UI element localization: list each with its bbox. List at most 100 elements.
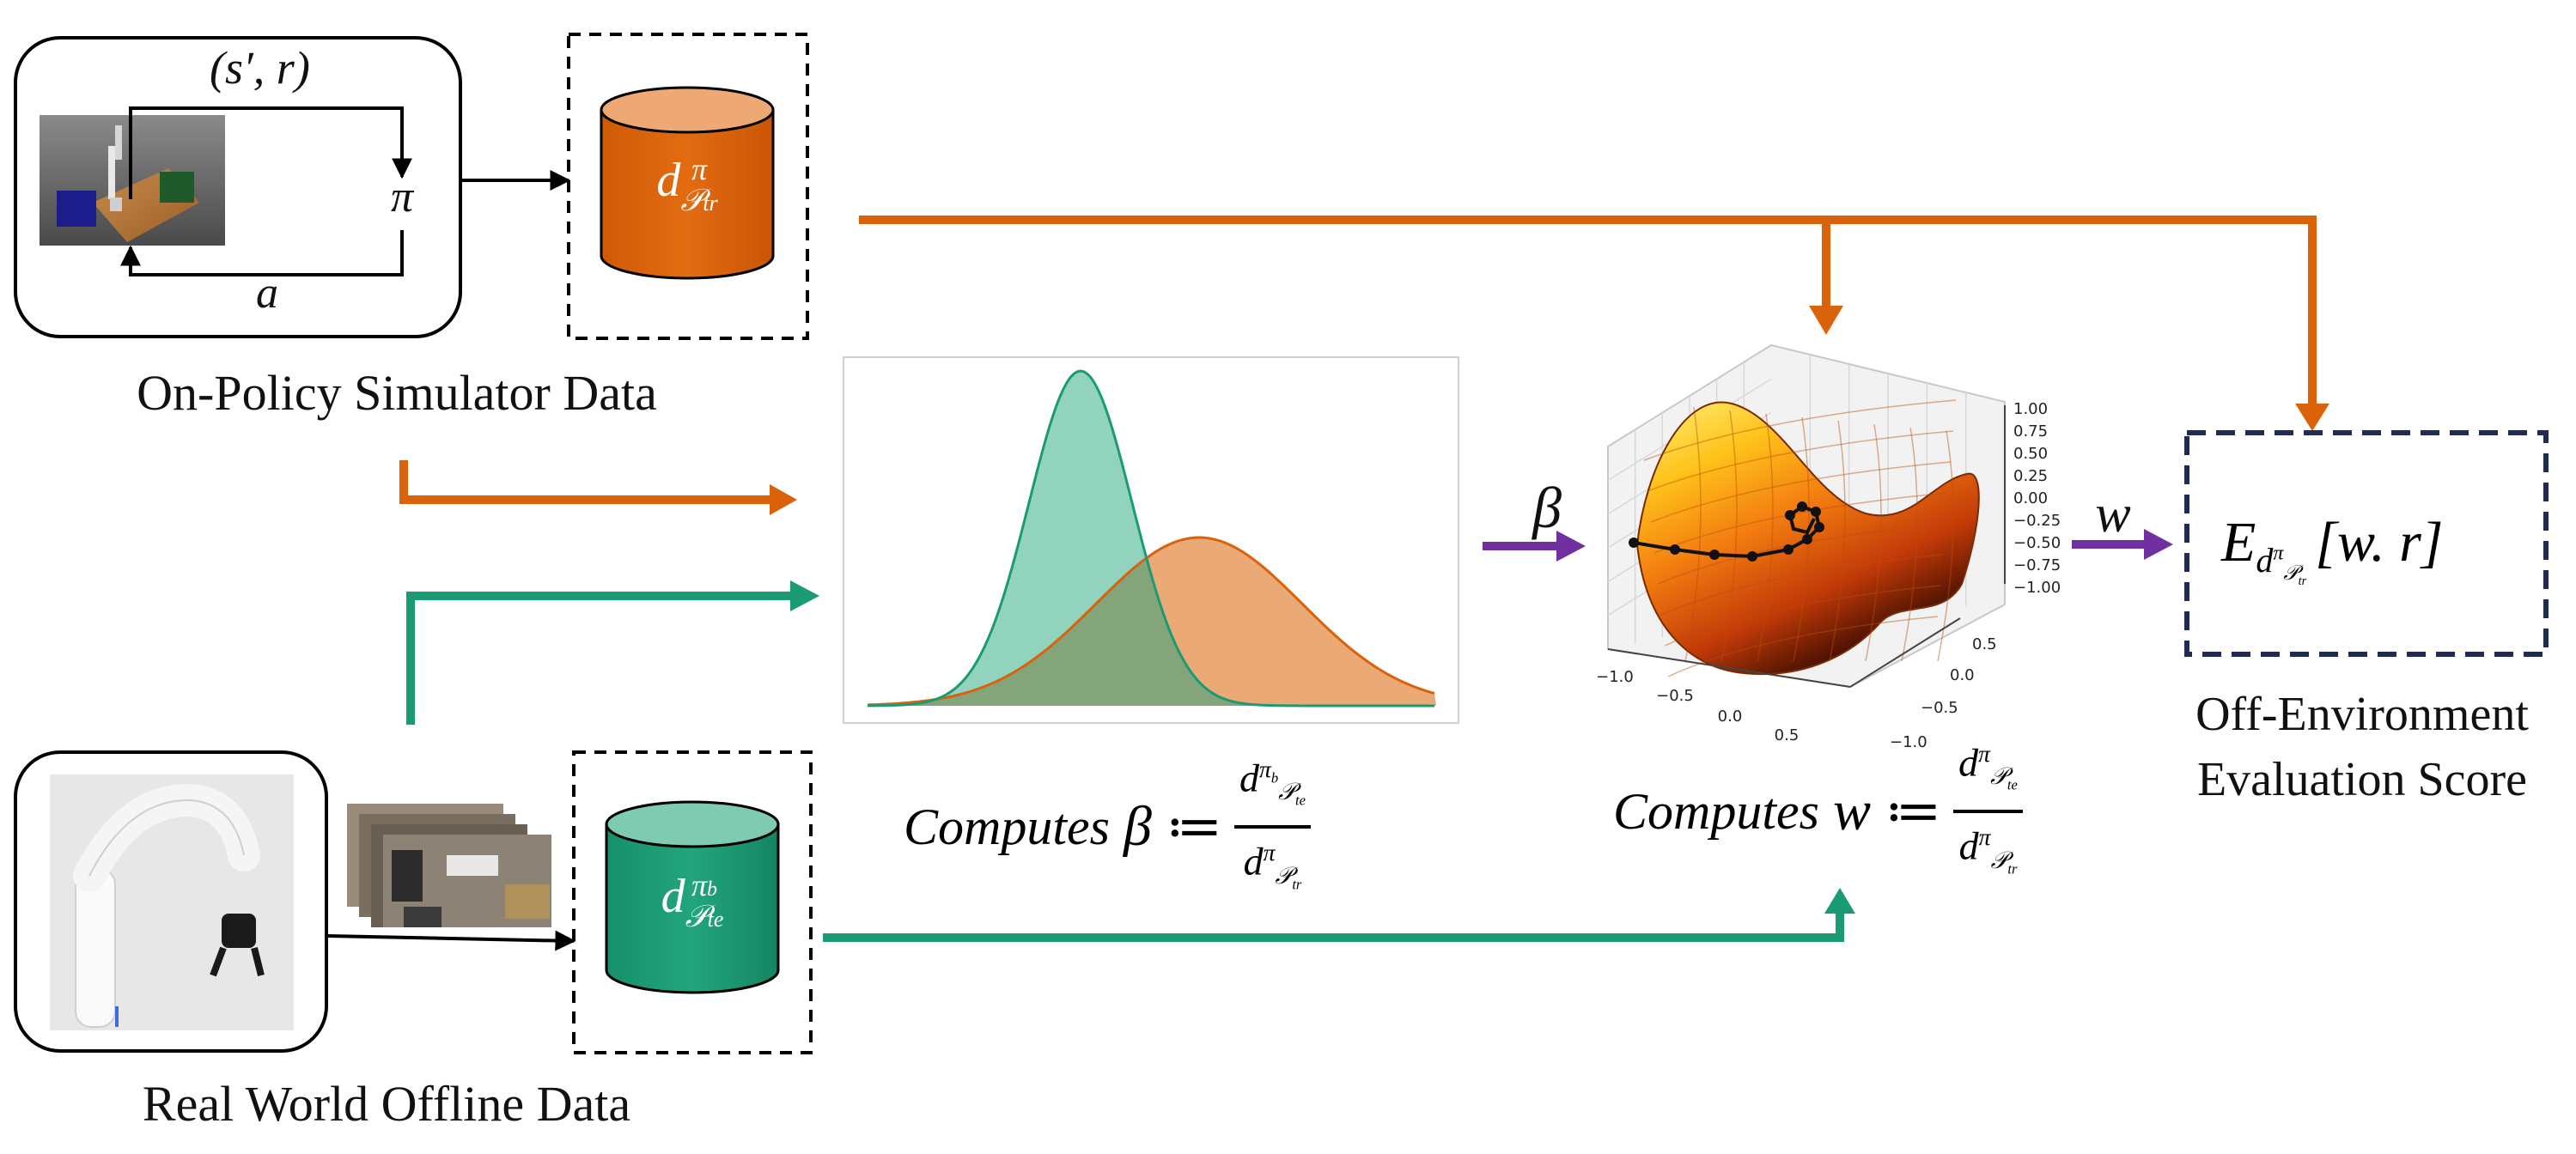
surface-facet-line: [1684, 406, 1702, 662]
surface-facet-line: [1720, 410, 1738, 662]
result-expr-E: E: [2221, 511, 2256, 574]
beta-formula-symbol: β: [1124, 795, 1152, 858]
x-tick: −0.5: [1656, 687, 1694, 705]
surface-facet-line: [1650, 461, 1952, 523]
w-formula: Computes w ≔ dπ𝒫te dπ𝒫tr: [1613, 738, 2023, 884]
trajectory-point: [1814, 522, 1824, 532]
w-formula-assign: ≔: [1885, 780, 1942, 841]
y-tick: 0.5: [1972, 635, 1997, 653]
trajectory-point: [1709, 550, 1720, 560]
z-tick: 0.00: [2013, 489, 2048, 507]
orange-to-plot: [399, 460, 771, 504]
surface-facet-line: [1667, 616, 1939, 677]
trajectory-point: [1802, 534, 1812, 544]
orange-arrowhead-surface: [1809, 306, 1843, 335]
surface-facet-line: [1664, 585, 1941, 647]
z-tick: −0.50: [2013, 534, 2061, 552]
loop-bottom-label: a: [256, 269, 278, 318]
beta-fraction: dπb𝒫te dπ𝒫tr: [1234, 745, 1311, 908]
beta-fraction-bar: [1234, 825, 1311, 829]
surface-facet-line: [1660, 554, 1944, 616]
loop-top-line: [129, 106, 412, 199]
surface-facet-line: [1647, 430, 1954, 492]
sim-db-subsub: tr: [703, 191, 718, 216]
orange-top-line: [859, 216, 2317, 405]
green-arrowhead-surface: [1824, 888, 1855, 914]
w-formula-word: Computes: [1613, 782, 1819, 840]
orange-arrowhead-plot: [770, 484, 797, 515]
green-to-plot: [406, 592, 792, 725]
trajectory-point: [1670, 544, 1680, 555]
trajectory-point: [1747, 551, 1757, 562]
surface-facet-line: [1829, 420, 1846, 662]
orange-distribution-curve: [867, 536, 1435, 707]
robot-arm-photo: [50, 774, 294, 1030]
real-db-sup: π: [691, 868, 708, 903]
result-expr-subscript: dπ𝒫tr: [2256, 541, 2307, 588]
surface-plot: [1607, 343, 2006, 689]
result-expr-body: [w. r]: [2315, 511, 2444, 574]
x-tick: −1.0: [1596, 668, 1634, 686]
surface-facet-line: [1757, 413, 1774, 662]
offline-frames-stack: [347, 804, 551, 927]
w-denominator: dπ𝒫tr: [1958, 823, 2018, 878]
z-tick: −0.25: [2013, 512, 2061, 530]
w-formula-symbol: w: [1833, 780, 1872, 842]
x-tick: 0.5: [1775, 726, 1800, 744]
real-world-panel: [14, 750, 551, 1053]
z-tick: 0.25: [2013, 467, 2048, 485]
result-caption-line1: Off-Environment: [2195, 688, 2529, 741]
surface-y-axis: [1849, 617, 1961, 688]
loop-bottom-line: [120, 230, 404, 276]
surface-facet-line: [1643, 399, 1957, 461]
trajectory-point: [1785, 510, 1795, 520]
surface-x-ticks: −1.0 −0.5 0.0 0.5: [1596, 668, 1799, 744]
w-arrow-label: w: [2095, 485, 2131, 544]
beta-arrowhead: [1556, 531, 1586, 562]
trajectory-points: [1629, 501, 1824, 562]
sim-db-sup: π: [691, 152, 708, 187]
orange-flow: [399, 216, 2317, 504]
sim-database: [567, 33, 809, 340]
w-arrowhead: [2144, 529, 2173, 560]
trajectory-point: [1797, 501, 1807, 512]
beta-formula-assign: ≔: [1165, 796, 1222, 857]
result-caption-line2: Evaluation Score: [2196, 753, 2528, 806]
surface-facet-line: [1653, 492, 1949, 554]
trajectory-point: [1629, 538, 1639, 548]
y-tick: −1.0: [1890, 733, 1927, 751]
trajectory-point: [1811, 507, 1821, 517]
surface-facet-line: [1657, 523, 1946, 585]
w-numerator: dπ𝒫te: [1958, 739, 2018, 793]
surface-y-ticks: 0.5 0.0 −0.5 −1.0: [1890, 635, 1997, 751]
simulator-panel: [14, 36, 462, 338]
green-arrowhead-plot: [790, 580, 819, 611]
sim-db-dashed-box: [567, 33, 809, 340]
real-db-sub: 𝒫: [685, 899, 708, 934]
beta-numerator: dπb𝒫te: [1239, 755, 1306, 809]
real-db-supsub: b: [707, 878, 718, 902]
surface-x-axis: [1607, 648, 1851, 688]
real-database: [572, 750, 813, 1054]
z-tick: −0.75: [2013, 556, 2061, 574]
x-tick: 0.0: [1718, 708, 1743, 726]
beta-arrow-label: β: [1532, 475, 1562, 540]
loop-top-label: (s′, r): [210, 42, 310, 94]
beta-formula-word: Computes: [904, 798, 1110, 855]
green-distribution-fill: [868, 371, 1436, 706]
distribution-plot: [843, 356, 1459, 724]
sim-db-sub: 𝒫: [680, 183, 703, 218]
z-tick: −1.00: [2013, 579, 2061, 597]
z-tick: 0.75: [2013, 422, 2048, 440]
beta-formula: Computes β ≔ dπb𝒫te dπ𝒫tr: [904, 754, 1311, 900]
surface-facet-line: [1865, 423, 1882, 662]
w-fraction: dπ𝒫te dπ𝒫tr: [1953, 730, 2023, 893]
surface-z-ticks: 1.00 0.75 0.50 0.25 0.00 −0.25 −0.50 −0.…: [2013, 400, 2061, 597]
orange-arrowhead-result: [2295, 404, 2329, 431]
surface-facet-line: [1901, 427, 1918, 662]
robot-to-db-arrow: [327, 930, 576, 951]
